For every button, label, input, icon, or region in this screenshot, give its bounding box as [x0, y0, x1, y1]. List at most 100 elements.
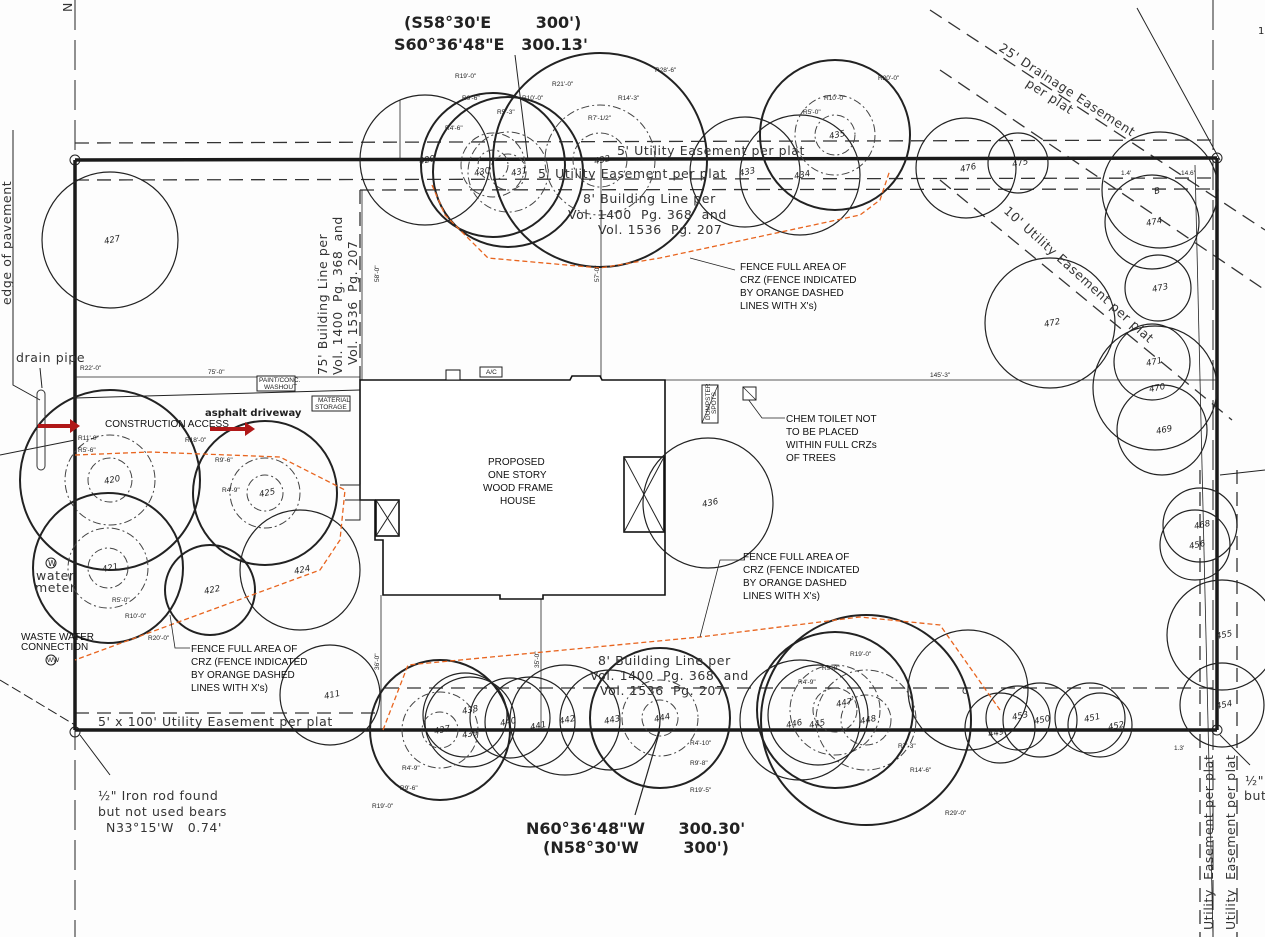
- tree-449: 449: [964, 692, 1036, 764]
- radius-label: R10'-0": [824, 95, 846, 102]
- top-building-line-3: Vol. 1536 Pg. 207: [598, 222, 722, 237]
- tree-inner-crz-circle: [87, 547, 129, 589]
- radius-label: R21'-0": [552, 81, 574, 88]
- front-setback-dim: 75'-0": [208, 369, 225, 376]
- iron-rod-note: ½" Iron rod found but not used bears N33…: [98, 788, 226, 835]
- bottom-utility-easement: 5' x 100' Utility Easement per plat: [98, 714, 333, 729]
- tree-number: 472: [1043, 317, 1061, 330]
- tree-number: 434: [793, 169, 811, 182]
- radius-label: R4'-9": [402, 765, 420, 772]
- radius-label: R5'-3": [497, 109, 515, 116]
- tree-446: 446: [739, 659, 861, 781]
- tree-number: 440: [499, 716, 517, 729]
- tree-number: B: [1153, 186, 1161, 197]
- tree-number: 474: [1145, 216, 1163, 229]
- tree-471: 471: [1113, 323, 1191, 401]
- iron-rod-marker: [69, 154, 81, 166]
- utility-10ft-easement: 10' Utility Easement per plat: [1001, 203, 1157, 346]
- tree-439: 439: [424, 676, 516, 768]
- tree-inner-crz-circle: [572, 132, 628, 188]
- fence-note-line: FENCE FULL AREA OF: [743, 552, 849, 563]
- tree-crz-circle: [689, 116, 801, 228]
- tree-number: 438: [461, 704, 480, 717]
- tree-number: 449: [987, 727, 1005, 740]
- tree-number: 468: [1193, 519, 1212, 532]
- tree-421: 421: [32, 492, 184, 644]
- tree-crz-circle: [1002, 682, 1078, 758]
- tree-crz-circle: [559, 669, 661, 771]
- radius-label: R20'-0": [878, 75, 900, 82]
- tree-inner-crz-circle: [544, 104, 656, 216]
- tree-C: C: [907, 629, 1029, 751]
- tree-crz-circle: [756, 631, 914, 789]
- tree-number: 432: [593, 154, 611, 167]
- tree-inner-crz-circle: [815, 669, 917, 771]
- ac-label: A/C: [486, 369, 497, 376]
- dumpster-label-1: DUMPSTER: [705, 383, 712, 420]
- tree-number: 441: [529, 720, 547, 733]
- waste-water-icon: [45, 654, 57, 666]
- side-bottom-right-dim: 35'-0": [534, 651, 541, 668]
- top-measured-bearing: S60°36'48"E 300.13': [394, 35, 588, 54]
- radius-label: R14'-3": [618, 95, 640, 102]
- tree-crz-circle: [1162, 487, 1238, 563]
- drain-pipe: [36, 367, 46, 471]
- drain-pipe-label: drain pipe: [16, 350, 85, 365]
- tree-435: 435: [759, 59, 911, 211]
- fence-note-line: LINES WITH X's): [740, 301, 817, 312]
- radius-label: R19'-0": [850, 651, 872, 658]
- iron-rod-marker: [69, 726, 81, 738]
- radius-label: R5'-0": [803, 109, 821, 116]
- tree-454: 454: [1179, 662, 1265, 748]
- tree-number: 446: [785, 718, 804, 731]
- tree-B: B: [1101, 131, 1219, 249]
- dumpster-box: [701, 384, 719, 424]
- tree-number: 437: [433, 724, 452, 737]
- tree-452: 452: [1067, 692, 1133, 758]
- front-building-line-1: 75' Building Line per: [315, 233, 330, 375]
- bottom-building-line-2: Vol. 1400 Pg. 368 and: [590, 668, 749, 683]
- tree-crz-circle: [484, 676, 576, 768]
- tree-inner-crz-circle: [467, 131, 549, 213]
- tree-crz-circle: [1113, 323, 1191, 401]
- front-building-line-2: Vol. 1400 Pg. 368 and: [330, 216, 345, 375]
- tree-crz-circle: [432, 96, 584, 248]
- water-meter-icon: [45, 557, 57, 569]
- fence-note-line: CRZ (FENCE INDICATED: [743, 565, 859, 576]
- chem-toilet-note: CHEM TOILET NOT TO BE PLACED WITHIN FULL…: [786, 414, 877, 464]
- tree-crz-circle: [1179, 662, 1265, 748]
- tree-number: 445: [808, 718, 826, 731]
- tree-number: 430: [473, 166, 491, 179]
- construction-access-arrows: [38, 419, 255, 436]
- asphalt-driveway-label: asphalt driveway: [205, 408, 302, 419]
- tree-430: 430: [420, 92, 566, 238]
- tree-number: 421: [101, 562, 119, 575]
- proposed-house: [340, 369, 666, 600]
- tree-number: 425: [258, 487, 276, 500]
- tree-476: 476: [915, 117, 1017, 219]
- fence-note-line: LINES WITH X's): [191, 683, 268, 694]
- fence-note-line: FENCE FULL AREA OF: [191, 644, 297, 655]
- rear-setback-dim: 145'-3": [930, 372, 951, 379]
- tree-crz-circle: [907, 629, 1029, 751]
- tree-number: 469: [1155, 424, 1173, 437]
- material-storage-label-1: MATERIAL: [318, 397, 350, 404]
- radius-label: R9'-8": [690, 760, 708, 767]
- house-label-3: WOOD FRAME: [483, 483, 553, 494]
- tree-crz-circle: [1092, 325, 1218, 451]
- tree-crz-circle: [420, 92, 566, 238]
- tree-inner-crz-circle: [87, 457, 133, 503]
- tree-inner-crz-circle: [421, 711, 459, 749]
- construction-access-label: CONSTRUCTION ACCESS: [105, 419, 229, 430]
- fence-note-line: FENCE FULL AREA OF: [740, 262, 846, 273]
- tree-number: 433: [738, 166, 756, 179]
- radius-label: R9'-6": [215, 457, 233, 464]
- side-top-right-dim: 57'-0": [594, 265, 601, 282]
- side-top-left-dim: 58'-0": [374, 265, 381, 282]
- corner-dim-bottom: 1.3': [1174, 745, 1184, 752]
- right-utility-easement-a: Utility Easement per plat: [1201, 755, 1216, 930]
- page-mark: 1: [1258, 26, 1264, 37]
- front-building-line-3: Vol. 1536 Pg. 207: [345, 241, 360, 365]
- radius-label: R4'-9": [798, 679, 816, 686]
- top-record-bearing: (S58°30'E 300'): [404, 13, 581, 32]
